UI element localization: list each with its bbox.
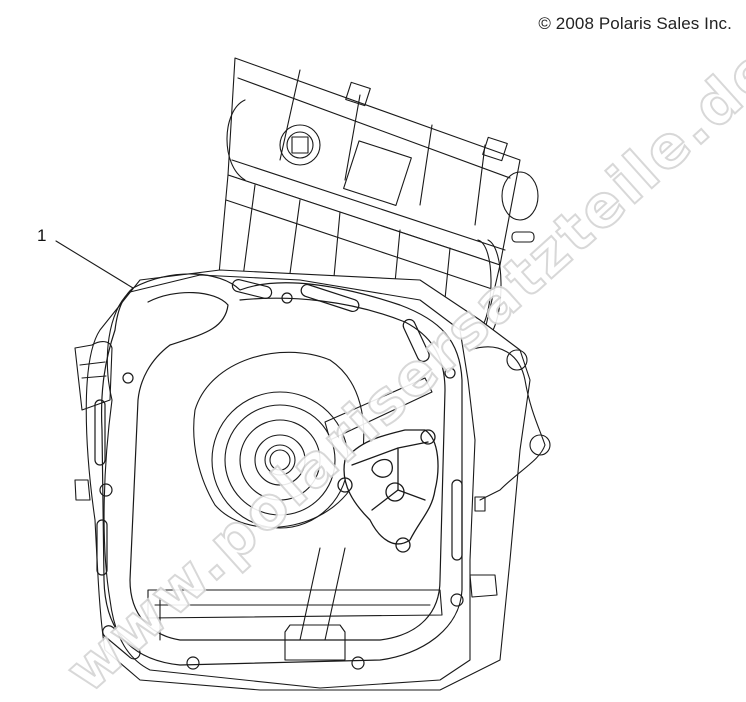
callout-1-label: 1 — [37, 226, 47, 245]
callout-leader-line — [55, 240, 134, 289]
left-mount — [74, 341, 113, 501]
oil-pan — [147, 589, 443, 661]
crankcase — [85, 269, 531, 691]
water-pump-cover — [337, 429, 439, 553]
right-housing — [469, 346, 551, 598]
copyright-notice: © 2008 Polaris Sales Inc. — [538, 14, 732, 33]
cylinder-head — [226, 57, 539, 266]
crankcase-gasket — [94, 273, 464, 670]
